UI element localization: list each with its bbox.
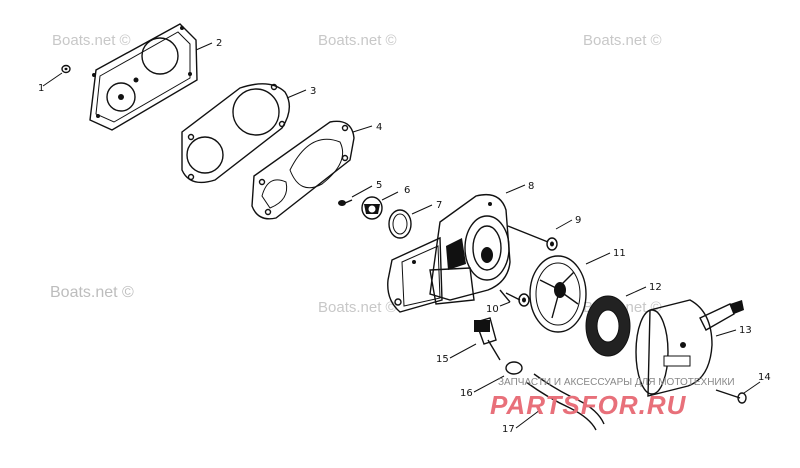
part-fitting-15 — [474, 317, 501, 361]
callout-7: 7 — [436, 200, 442, 211]
brand-subtitle: ЗАПЧАСТИ И АКСЕССУАРЫ ДЛЯ МОТОТЕХНИКИ — [498, 377, 735, 388]
part-screw-14 — [715, 389, 747, 404]
callout-1: 1 — [38, 83, 44, 94]
callout-15: 15 — [436, 354, 449, 365]
part-bolt-10 — [505, 292, 530, 307]
part-hose-17 — [525, 373, 605, 431]
part-filter-screen-12 — [585, 295, 631, 357]
part-impeller-11 — [529, 255, 587, 333]
part-bolt-9 — [507, 225, 558, 251]
callout-10: 10 — [486, 304, 499, 315]
callout-17: 17 — [502, 424, 515, 435]
part-cover-plate-2 — [89, 23, 198, 131]
part-screw-1 — [61, 64, 71, 74]
callout-14: 14 — [758, 372, 771, 383]
callout-13: 13 — [739, 325, 752, 336]
part-gasket-3 — [181, 83, 290, 184]
part-o-ring-7 — [388, 209, 412, 239]
callout-3: 3 — [310, 86, 316, 97]
callout-6: 6 — [404, 185, 410, 196]
callout-9: 9 — [575, 215, 581, 226]
brand-logo: PARTSFOR.RU — [490, 390, 687, 420]
part-clamp-16 — [505, 361, 523, 375]
watermark-top-center: Boats.net © — [318, 32, 397, 49]
callout-11: 11 — [613, 248, 626, 259]
callout-5: 5 — [376, 180, 382, 191]
part-screw-5 — [338, 199, 353, 206]
part-diaphragm-4 — [251, 120, 355, 220]
part-valve-6 — [361, 196, 383, 220]
callout-2: 2 — [216, 38, 222, 49]
callout-4: 4 — [376, 122, 382, 133]
watermark-mid-left: Boats.net © — [50, 284, 134, 301]
callout-12: 12 — [649, 282, 662, 293]
watermark-mid-center: Boats.net © — [318, 299, 397, 316]
part-pump-housing-8 — [387, 193, 511, 313]
callout-16: 16 — [460, 388, 473, 399]
part-filter-bowl-13 — [635, 299, 744, 397]
watermark-top-left: Boats.net © — [52, 32, 131, 49]
watermark-top-right: Boats.net © — [583, 32, 662, 49]
callout-8: 8 — [528, 181, 534, 192]
